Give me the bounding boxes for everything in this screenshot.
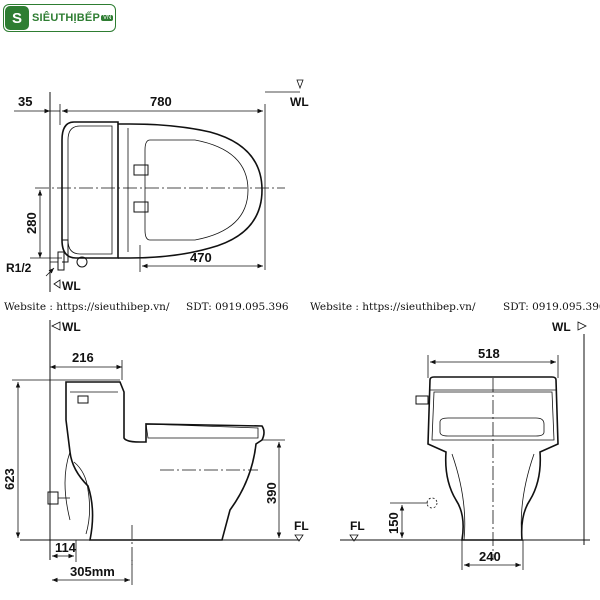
side-body-outline bbox=[65, 381, 265, 541]
wl-inlet-marker-icon bbox=[53, 279, 61, 289]
front-wl-label: WL bbox=[552, 320, 571, 334]
side-fl-label: FL bbox=[294, 519, 309, 533]
dim-240: 240 bbox=[479, 549, 501, 564]
dim-216: 216 bbox=[72, 350, 94, 365]
dim-280: 280 bbox=[24, 212, 39, 234]
watermark-website-left: Website : https://sieuthibep.vn/ bbox=[4, 301, 170, 313]
tank-outline bbox=[61, 121, 119, 259]
r12-label: R1/2 bbox=[6, 261, 32, 275]
dim-780: 780 bbox=[150, 94, 172, 109]
side-wl-marker-icon bbox=[51, 321, 61, 331]
plan-view: WL 35 780 280 R1/2 WL bbox=[6, 79, 309, 293]
front-body-outline bbox=[427, 376, 559, 541]
front-wl-marker-icon bbox=[577, 321, 587, 331]
front-seat bbox=[439, 417, 545, 437]
logo-suffix: VN bbox=[101, 15, 114, 21]
brand-logo: S SIÊUTHỊBẾP VN bbox=[3, 4, 116, 32]
seat-lid bbox=[144, 139, 249, 241]
front-fl-marker-icon bbox=[349, 534, 359, 542]
dim-305: 305mm bbox=[70, 564, 115, 579]
watermark-phone-right: SDT: 0919.095.396 bbox=[503, 301, 600, 313]
dim-35: 35 bbox=[18, 94, 32, 109]
plan-wl-label: WL bbox=[290, 95, 309, 109]
dim-390: 390 bbox=[264, 482, 279, 504]
side-view: WL 216 623 390 FL 114 bbox=[2, 320, 309, 585]
dim-114: 114 bbox=[55, 540, 77, 555]
dim-150: 150 bbox=[386, 512, 401, 534]
dim-518: 518 bbox=[478, 346, 500, 361]
front-view: WL 518 150 FL 240 bbox=[340, 320, 590, 570]
bowl-outline bbox=[118, 123, 263, 259]
logo-text: SIÊUTHỊBẾP bbox=[32, 12, 101, 24]
wl-marker-icon bbox=[296, 79, 304, 90]
watermark-phone-left: SDT: 0919.095.396 bbox=[186, 301, 289, 313]
plan-wl-inlet-label: WL bbox=[62, 279, 81, 293]
front-fl-label: FL bbox=[350, 519, 365, 533]
side-seat bbox=[145, 423, 259, 439]
side-fl-marker-icon bbox=[294, 534, 304, 542]
dim-470: 470 bbox=[190, 250, 212, 265]
dim-623: 623 bbox=[2, 468, 17, 490]
watermark-website-right: Website : https://sieuthibep.vn/ bbox=[310, 301, 476, 313]
side-wl-label: WL bbox=[62, 320, 81, 334]
logo-mark: S bbox=[5, 6, 29, 30]
